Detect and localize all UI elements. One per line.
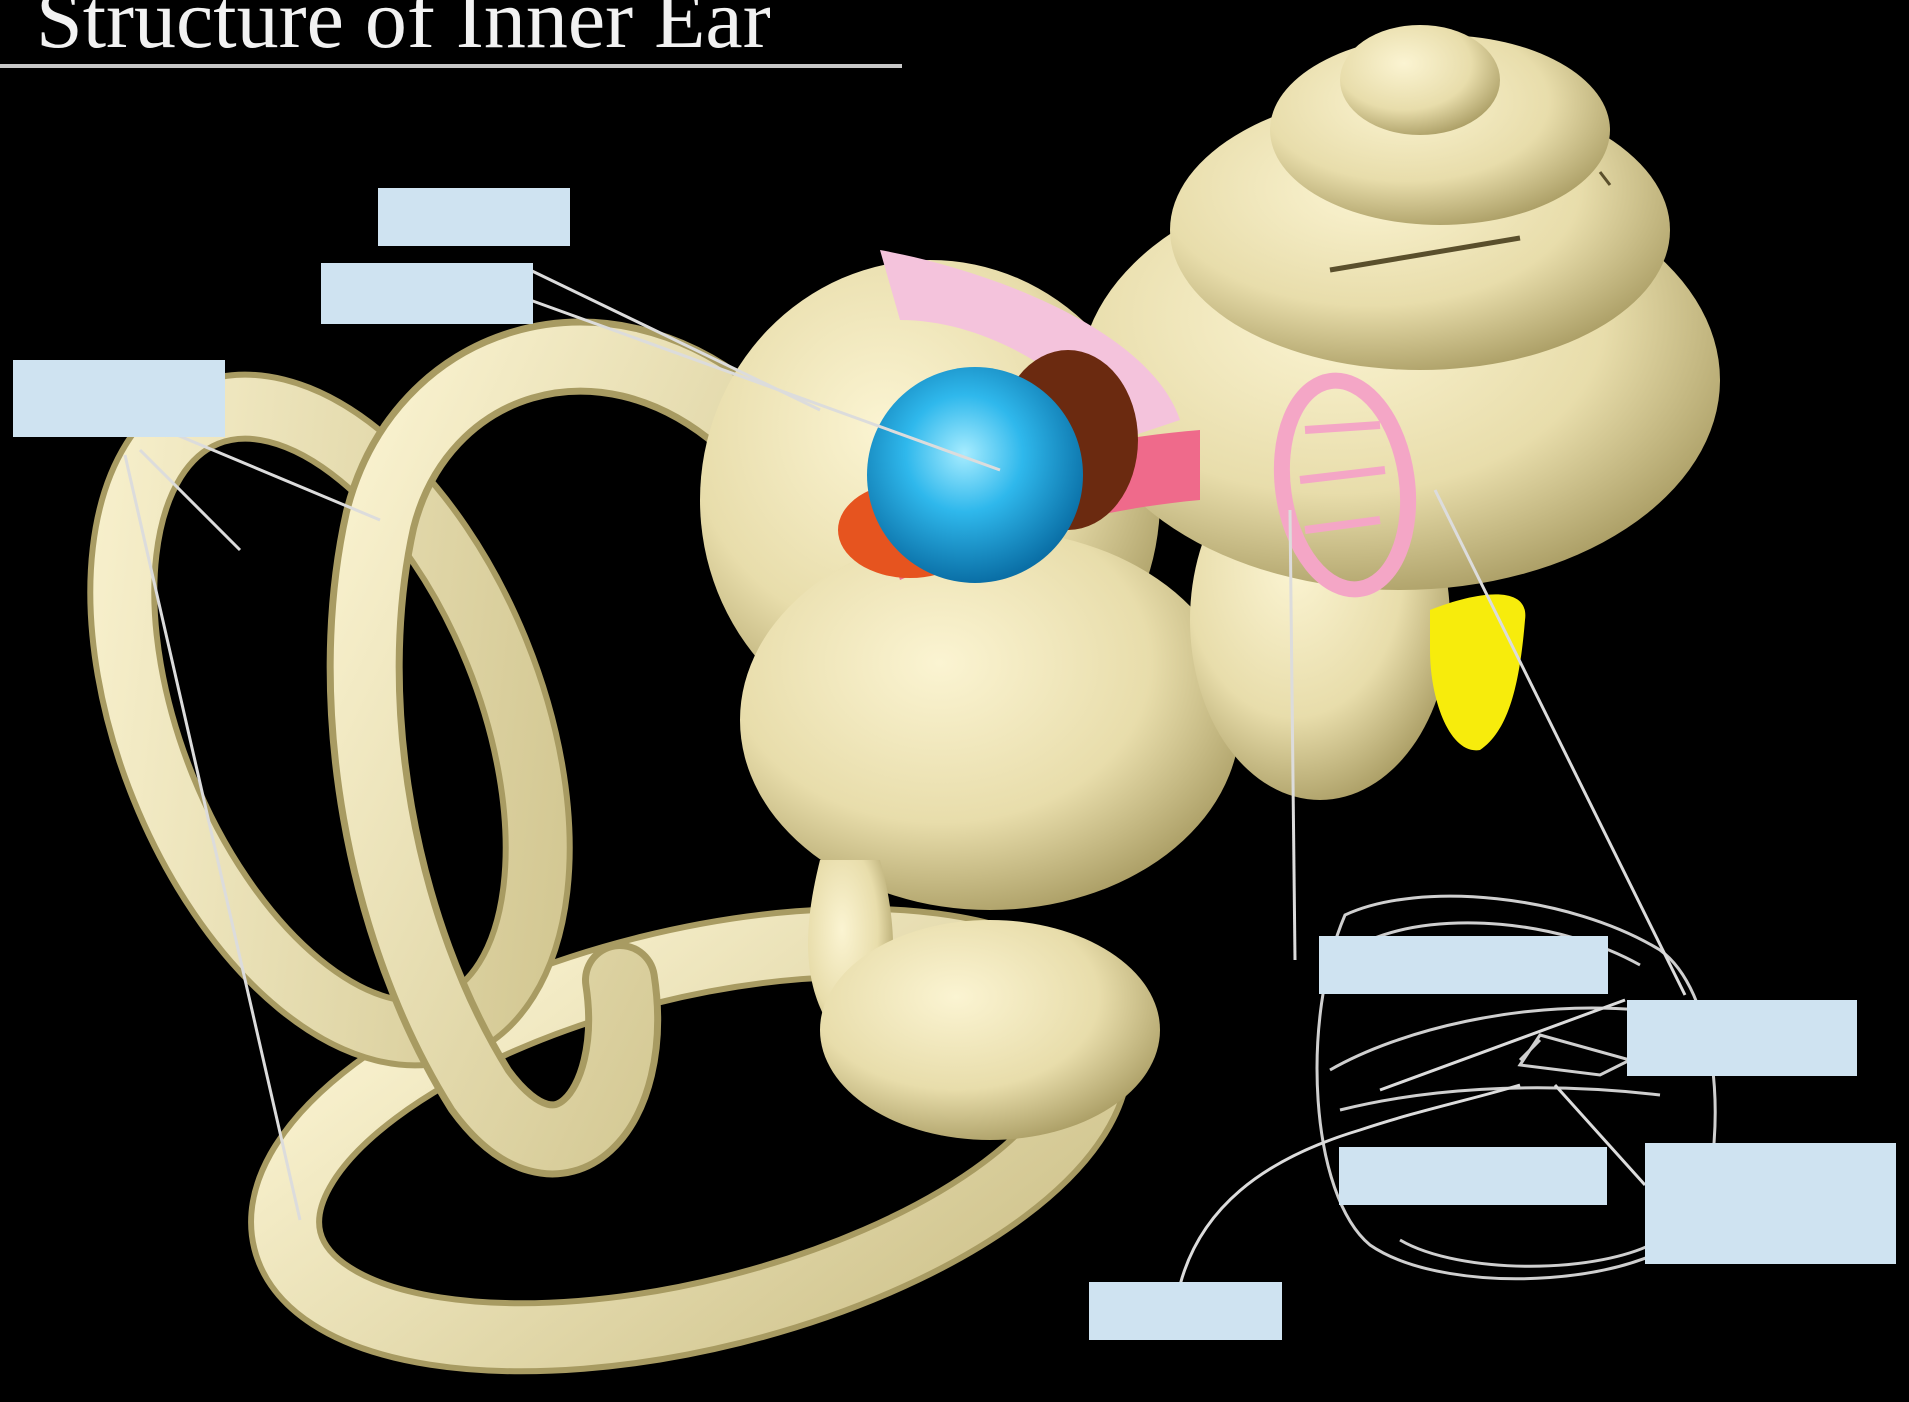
label-box-bottom[interactable] bbox=[1089, 1282, 1282, 1340]
label-box-upper-left[interactable] bbox=[321, 263, 533, 324]
label-box-right-upper[interactable] bbox=[1627, 1000, 1857, 1076]
title-block: Structure of Inner Ear bbox=[0, 0, 902, 68]
round-window bbox=[1430, 594, 1525, 750]
label-box-cross-section-middle[interactable] bbox=[1339, 1147, 1607, 1205]
cochlea bbox=[1080, 25, 1720, 590]
label-box-right-lower[interactable] bbox=[1645, 1143, 1896, 1264]
label-box-left[interactable] bbox=[13, 360, 225, 437]
page-title: Structure of Inner Ear bbox=[36, 0, 771, 62]
label-box-top[interactable] bbox=[378, 188, 570, 246]
label-box-cross-section-top[interactable] bbox=[1319, 936, 1608, 994]
